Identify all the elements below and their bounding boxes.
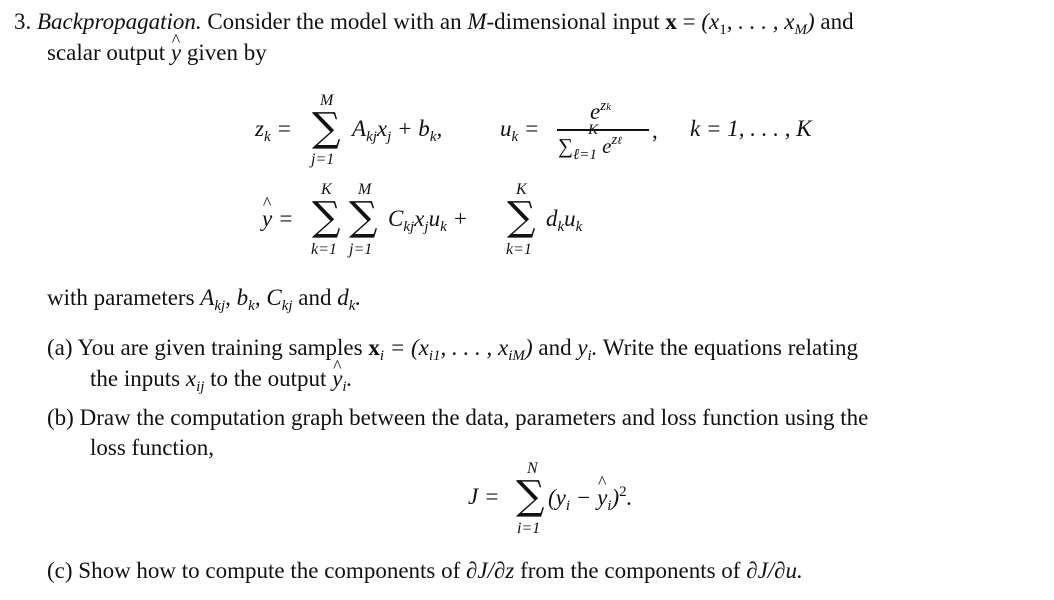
z-sum-top: M: [320, 92, 334, 109]
part-a-xi: xi = (xi1, . . . , xiM): [368, 335, 533, 364]
yhat-sum2-sigma: ∑: [349, 194, 378, 240]
params-and: and: [298, 285, 332, 310]
yhat-sum1-top: K: [321, 181, 332, 198]
z-lhs: zk =: [255, 116, 292, 145]
yhat-sum3-sigma: ∑: [507, 194, 536, 240]
yhat-sum3-top: K: [516, 181, 527, 198]
u-comma: ,: [652, 118, 658, 143]
part-b-text-2: loss function,: [90, 435, 214, 460]
z-body: Akjxj + bk,: [352, 116, 443, 145]
part-a-yi: yi.: [577, 335, 598, 364]
z-sum-bot: j=1: [311, 151, 335, 168]
yhat-sum1-sigma: ∑: [312, 194, 341, 240]
part-a-xij: xij: [185, 366, 205, 395]
part-b-text-1: Draw the computation graph between the d…: [79, 405, 869, 430]
x-bold: x: [665, 9, 677, 34]
params-text: with parameters: [47, 285, 195, 310]
loss-sum-bot: i=1: [517, 520, 541, 537]
loss-lhs: J =: [468, 484, 500, 509]
yhat-sum1-bot: k=1: [311, 241, 337, 258]
part-b-line-2: loss function,: [90, 433, 214, 463]
k-range: k = 1, . . . , K: [690, 116, 812, 141]
part-a-yhat-i: yi.: [332, 351, 352, 395]
part-a-line2-text: the inputs: [90, 366, 181, 391]
intro-M: M: [467, 9, 487, 34]
part-c-text-1: Show how to compute the components of: [78, 558, 461, 583]
part-b-line-1: (b) Draw the computation graph between t…: [47, 403, 868, 433]
part-c-text-2: from the components of: [520, 558, 741, 583]
intro-text-3: and: [820, 9, 854, 34]
part-a-line-2: the inputs xij to the output yi.: [90, 351, 352, 402]
problem-line-2: scalar output y given by: [47, 25, 267, 68]
yhat-sum3-bot: k=1: [506, 241, 532, 258]
line2-b: given by: [186, 40, 267, 65]
loss-sum-sigma: ∑: [516, 473, 545, 519]
u-lhs: uk =: [500, 116, 540, 145]
part-b-label: (b): [47, 405, 74, 430]
params-line: with parameters Akj, bk, Ckj and dk.: [47, 283, 361, 321]
y-hat: y: [171, 25, 181, 68]
part-c-dJdu: ∂J/∂u.: [746, 558, 803, 583]
eq-sign: =: [682, 9, 696, 34]
yhat-body-1: Ckjxjuk +: [388, 206, 469, 235]
loss-body: (yi − yi)2.: [548, 472, 632, 515]
part-a-line-1: (a) You are given training samples xi = …: [47, 333, 858, 371]
u-fraction-bar: [557, 129, 649, 131]
line2-a: scalar output: [47, 40, 166, 65]
intro-text-1: Consider the model with an: [207, 9, 462, 34]
part-a-line2-text-b: to the output: [210, 366, 327, 391]
x-tuple: (x1, . . . , xM): [701, 9, 815, 38]
yhat-sum2-bot: j=1: [349, 241, 373, 258]
params-list: Akj, bk, Ckj: [200, 285, 293, 314]
part-c-line: (c) Show how to compute the components o…: [47, 556, 803, 586]
part-a-text-1: You are given training samples: [77, 335, 363, 360]
part-a-text-and: and: [538, 335, 572, 360]
yhat-lhs: y =: [262, 193, 294, 232]
intro-text-2: -dimensional input: [486, 9, 660, 34]
loss-sum-top: N: [527, 460, 538, 477]
part-c-label: (c): [47, 558, 73, 583]
z-sum-sigma: ∑: [312, 105, 341, 151]
part-a-label: (a): [47, 335, 73, 360]
params-d: dk.: [337, 285, 362, 314]
problem-number: 3.: [14, 9, 32, 34]
part-c-dJdz: ∂J/∂z: [466, 558, 515, 583]
u-numerator: ezk: [590, 98, 611, 124]
yhat-body-2: dkuk: [546, 206, 583, 235]
part-a-text-2: Write the equations relating: [602, 335, 858, 360]
yhat-sum2-top: M: [358, 181, 372, 198]
